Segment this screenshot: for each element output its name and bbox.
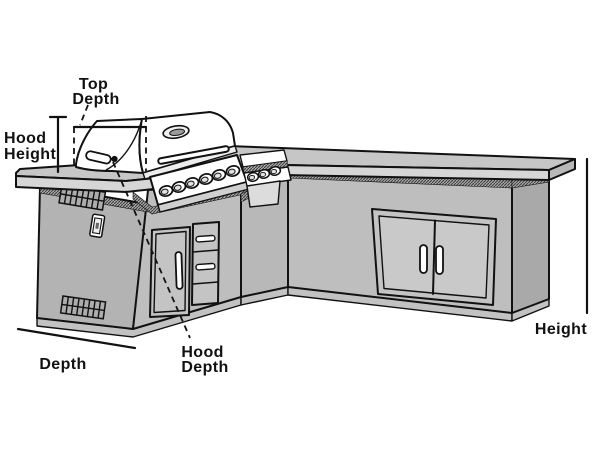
side-burner-knob (257, 168, 271, 180)
label-top-depth: Top Depth (72, 76, 119, 108)
dim-depth-line (16, 327, 137, 350)
grill-knobs (158, 165, 241, 197)
rotisserie-motor (85, 150, 118, 165)
drawer-handle (195, 262, 216, 271)
countertop-right-end (548, 158, 576, 181)
side-burner-knob (246, 171, 260, 183)
dimension-annotations (16, 104, 589, 350)
label-height: Height (535, 321, 587, 338)
cabinet-handle-right (435, 245, 444, 275)
side-burner (239, 149, 292, 208)
grill-knob (158, 185, 174, 197)
vent-grille-bottom (59, 295, 107, 320)
label-depth: Depth (39, 356, 86, 373)
label-hood-depth: Hood Depth (181, 344, 228, 376)
grill-knob (211, 169, 227, 181)
label-hood-height: Hood Height (4, 130, 56, 163)
drawer-stack (191, 221, 220, 306)
hood-vent-oval (162, 124, 190, 140)
top-depth-leader (79, 104, 89, 126)
grill-knob (184, 177, 200, 189)
leader-hood-depth (112, 161, 191, 339)
grill-knob (225, 165, 241, 177)
grill (75, 111, 250, 213)
door-handle (174, 251, 184, 290)
access-door (149, 226, 191, 318)
drawer-handle (195, 234, 216, 243)
grill-handle (157, 145, 230, 165)
side-burner-knob (268, 165, 282, 177)
base-right-end-face (511, 175, 550, 314)
cabinet-handle-left (419, 244, 428, 274)
power-switch (89, 213, 106, 239)
double-door-cabinet (371, 208, 497, 306)
